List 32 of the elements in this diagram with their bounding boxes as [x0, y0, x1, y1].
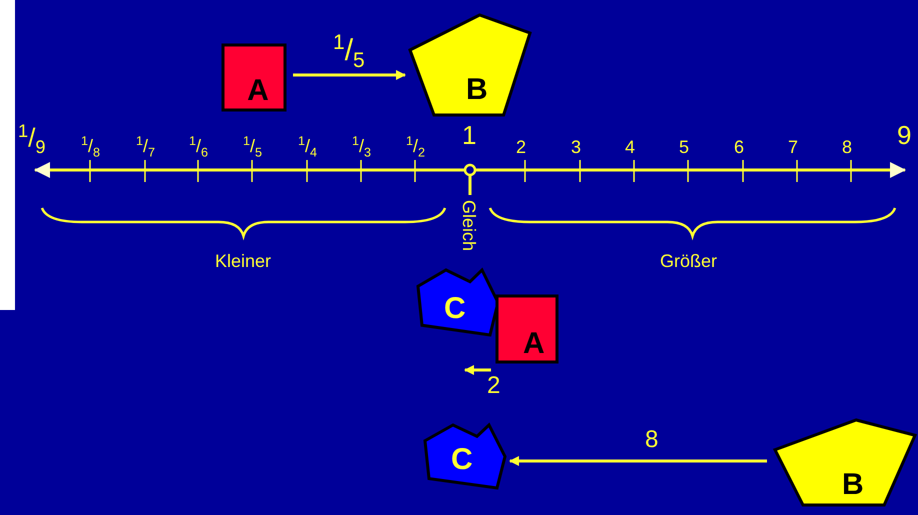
axis-label: Kleiner [215, 252, 272, 270]
tick-label: 9 [897, 122, 912, 148]
axis-label: Größer [660, 252, 718, 270]
tick-label: $^{1}$/$_{3}$ [352, 135, 372, 160]
shape-letter: A [247, 76, 269, 106]
edge-label: 8 [645, 428, 658, 452]
arrow [509, 456, 767, 466]
tick-label: 6 [734, 138, 744, 156]
shape-letter: A [523, 328, 545, 359]
tick-label: $^{1}$/$_{7}$ [136, 135, 156, 160]
arrow [293, 70, 406, 80]
tick-label: 7 [788, 138, 798, 156]
shape-letter: C [444, 294, 466, 324]
tick-label: $^{1}$/$_{6}$ [189, 135, 208, 160]
tick-label: $^{1}$/$_{5}$ [243, 135, 262, 160]
edge-label: 2 [487, 374, 500, 398]
tick-label: $^{1}$/$_{2}$ [406, 135, 426, 160]
tick-label: $^{1}$/$_{4}$ [298, 135, 318, 160]
arrow [464, 365, 491, 375]
axis-label: Gleich [460, 200, 478, 252]
tick-label: 3 [571, 138, 582, 156]
shape-letter: C [451, 444, 473, 475]
edge-label: $^{1}$/$_{5}$ [333, 32, 365, 71]
tick-label: $^{1}$/$_{8}$ [81, 135, 100, 160]
tick-label: 8 [842, 138, 852, 156]
tick-label: 2 [516, 138, 526, 156]
shape-letter: B [842, 470, 864, 500]
tick-label: 1 [462, 122, 476, 148]
tick-label: 4 [625, 138, 636, 156]
tick-label: 5 [679, 138, 690, 156]
shape-letter: B [466, 75, 488, 105]
tick-label: $^{1}$/$_{9}$ [18, 122, 46, 156]
